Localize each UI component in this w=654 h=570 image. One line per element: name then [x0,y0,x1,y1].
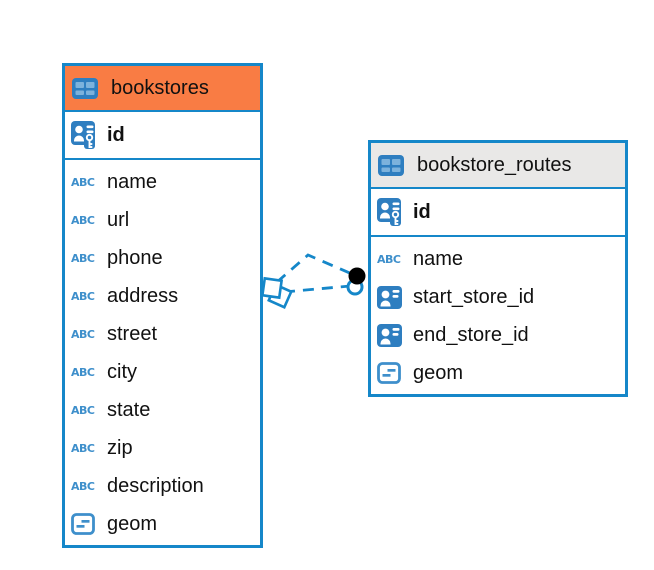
geometry-type-icon [71,513,99,535]
column-label: description [107,474,204,497]
table-header[interactable]: bookstores [65,66,260,112]
relationship-source-anchor[interactable] [260,276,293,309]
column-label: end_store_id [413,323,529,346]
relationship-line[interactable] [276,253,353,284]
column-row[interactable]: ABC name [371,240,625,278]
column-row[interactable]: ABC phone [65,239,260,277]
primary-key-row[interactable]: id [371,189,625,237]
table-title: bookstores [111,76,209,99]
text-type-icon: ABC [71,365,95,379]
column-row[interactable]: ABC url [65,201,260,239]
column-label: phone [107,246,163,269]
primary-key-label: id [413,200,431,223]
relationship-target-dot[interactable] [348,267,366,285]
column-row[interactable]: ABC state [65,391,260,429]
column-row[interactable]: ABC description [65,467,260,505]
foreign-key-icon [377,285,405,309]
text-type-icon: ABC [377,252,401,266]
column-label: name [107,170,158,193]
column-row[interactable]: ABC street [65,315,260,353]
column-row[interactable]: geom [371,354,625,392]
text-type-icon: ABC [71,289,95,303]
table-bookstores[interactable]: bookstores id ABC name ABC url [62,63,263,548]
column-label: state [107,398,151,421]
table-bookstore-routes[interactable]: bookstore_routes id ABC name [368,140,628,397]
relationship-line[interactable] [283,284,351,294]
foreign-key-icon [377,323,405,347]
column-label: geom [413,361,464,384]
text-type-icon: ABC [71,175,95,189]
table-icon [72,77,100,99]
column-label: geom [107,512,158,535]
column-label: zip [107,436,133,459]
column-row[interactable]: ABC address [65,277,260,315]
text-type-icon: ABC [71,327,95,341]
text-type-icon: ABC [71,403,95,417]
column-label: start_store_id [413,285,535,308]
table-header[interactable]: bookstore_routes [371,143,625,189]
table-title: bookstore_routes [417,153,572,176]
column-label: url [107,208,130,231]
primary-key-label: id [107,123,125,146]
column-row[interactable]: end_store_id [371,316,625,354]
column-row[interactable]: geom [65,505,260,543]
table-icon [378,154,406,176]
column-row[interactable]: ABC name [65,163,260,201]
column-label: address [107,284,179,307]
text-type-icon: ABC [71,479,95,493]
primary-key-icon [71,120,99,150]
column-label: street [107,322,158,345]
text-type-icon: ABC [71,213,95,227]
relationship-target-ring[interactable] [346,278,364,296]
column-row[interactable]: start_store_id [371,278,625,316]
geometry-type-icon [377,362,405,384]
primary-key-icon [377,197,405,227]
column-label: name [413,247,464,270]
column-row[interactable]: ABC zip [65,429,260,467]
text-type-icon: ABC [71,441,95,455]
column-row[interactable]: ABC city [65,353,260,391]
column-label: city [107,360,137,383]
primary-key-row[interactable]: id [65,112,260,160]
text-type-icon: ABC [71,251,95,265]
